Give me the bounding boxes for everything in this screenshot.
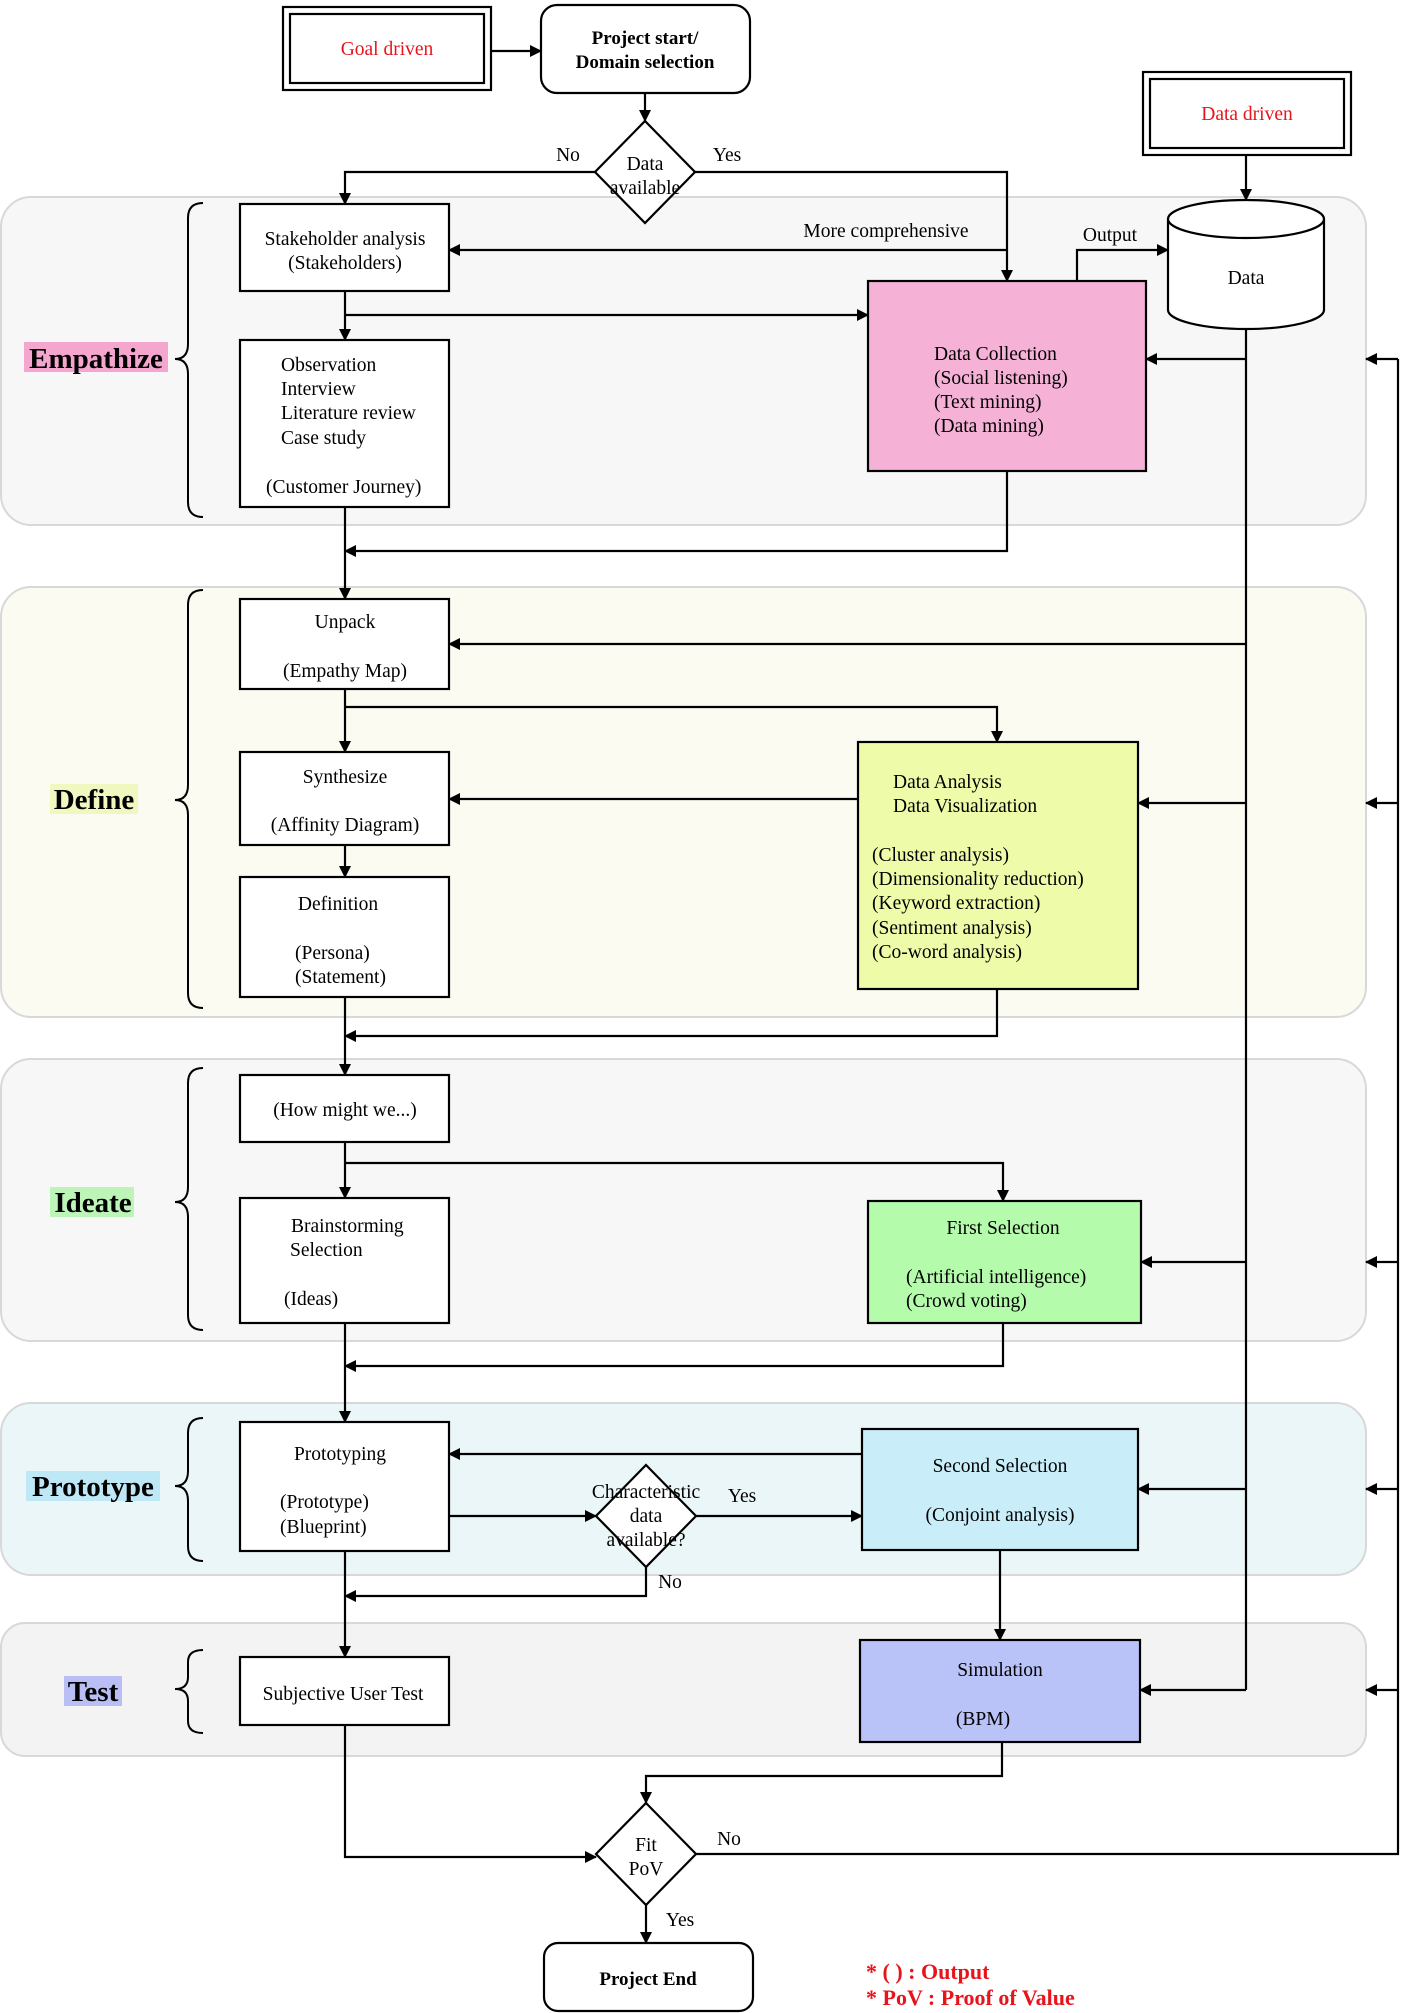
- test-highlight: [64, 1676, 122, 1706]
- data-analysis-line4: (Dimensionality reduction): [872, 869, 1084, 890]
- observation-line1: Observation: [281, 355, 377, 376]
- data-store-top: [1166, 198, 1326, 240]
- observation-output: (Customer Journey): [266, 477, 421, 498]
- data-analysis-line1: Data Analysis: [893, 772, 1002, 793]
- definition-box: [238, 875, 451, 999]
- empathize-label: Empathize: [29, 343, 163, 375]
- data-collection-box: [866, 279, 1148, 473]
- how-might-we-box: [238, 1073, 451, 1144]
- brainstorming-line1: Brainstorming: [291, 1216, 404, 1237]
- data-analysis-line2: Data Visualization: [893, 796, 1037, 817]
- define-highlight: [50, 784, 138, 814]
- first-selection-line3: (Crowd voting): [906, 1291, 1027, 1312]
- data-available-decision: [593, 119, 697, 225]
- prototyping-line3: (Blueprint): [280, 1517, 367, 1538]
- connectors: [339, 45, 1400, 1944]
- stakeholder-line2: (Stakeholders): [288, 253, 402, 274]
- prototyping-line1: Prototyping: [294, 1444, 386, 1465]
- simulation-line1: Simulation: [957, 1660, 1043, 1681]
- data-analysis-line5: (Keyword extraction): [872, 893, 1040, 914]
- observation-line3: Literature review: [281, 403, 416, 424]
- first-selection-box: [866, 1199, 1143, 1325]
- project-start-line1: Project start/: [592, 28, 699, 49]
- empathize-band: [0, 196, 1367, 526]
- observation-line4: Case study: [281, 428, 366, 449]
- ideate-label: Ideate: [54, 1187, 131, 1219]
- project-start-box: [539, 3, 752, 95]
- brainstorming-line2: Selection: [290, 1240, 363, 1261]
- characteristic-no: No: [658, 1572, 682, 1593]
- data-driven-label: Data driven: [1201, 104, 1293, 125]
- synthesize-line1: Synthesize: [303, 767, 387, 788]
- characteristic-line1: Characteristic: [592, 1482, 701, 1503]
- characteristic-line2: data: [630, 1506, 663, 1527]
- data-collection-line3: (Text mining): [934, 392, 1042, 413]
- stakeholder-analysis-box: [238, 202, 451, 293]
- define-label: Define: [54, 784, 135, 816]
- prototype-brace: [174, 1417, 204, 1562]
- unpack-line1: Unpack: [315, 612, 376, 633]
- prototyping-box: [238, 1420, 451, 1553]
- ideate-brace: [174, 1067, 204, 1331]
- data-available-line1: Data: [627, 154, 664, 175]
- stakeholder-line1: Stakeholder analysis: [265, 229, 426, 250]
- first-selection-line2: (Artificial intelligence): [906, 1267, 1086, 1288]
- prototype-label: Prototype: [32, 1471, 154, 1503]
- second-selection-line1: Second Selection: [933, 1456, 1068, 1477]
- output-label: Output: [1083, 225, 1138, 246]
- synthesize-line2: (Affinity Diagram): [271, 815, 420, 836]
- characteristic-yes: Yes: [728, 1486, 756, 1507]
- ideate-highlight: [50, 1187, 134, 1217]
- brainstorming-box: [238, 1196, 451, 1325]
- observation-line2: Interview: [281, 379, 356, 400]
- definition-line1: Definition: [298, 894, 378, 915]
- characteristic-line3: available?: [606, 1530, 685, 1551]
- data-analysis-line6: (Sentiment analysis): [872, 918, 1032, 939]
- legend-pov: * PoV : Proof of Value: [866, 1985, 1075, 2010]
- user-test-box: [238, 1655, 451, 1727]
- data-store-label: Data: [1228, 268, 1265, 289]
- goal-driven-label: Goal driven: [341, 39, 434, 60]
- fit-pov-line1: Fit: [635, 1835, 657, 1856]
- simulation-line2: (BPM): [956, 1709, 1010, 1730]
- data-analysis-box: [856, 740, 1140, 991]
- test-brace: [174, 1649, 204, 1734]
- definition-line2: (Persona): [295, 943, 370, 964]
- fit-pov-no: No: [717, 1829, 741, 1850]
- fit-pov-line2: PoV: [629, 1859, 664, 1880]
- user-test-text: Subjective User Test: [263, 1684, 424, 1705]
- data-analysis-line7: (Co-word analysis): [872, 942, 1022, 963]
- more-comprehensive-label: More comprehensive: [803, 221, 968, 242]
- empathize-brace: [174, 202, 204, 518]
- first-selection-line1: First Selection: [946, 1218, 1059, 1239]
- legend-output: * ( ) : Output: [866, 1959, 990, 1984]
- data-collection-line2: (Social listening): [934, 368, 1068, 389]
- data-collection-line4: (Data mining): [934, 416, 1044, 437]
- data-available-line2: available: [610, 178, 680, 199]
- data-available-yes: Yes: [713, 145, 741, 166]
- data-available-no: No: [556, 145, 580, 166]
- how-might-we-text: (How might we...): [273, 1100, 417, 1121]
- definition-line3: (Statement): [295, 967, 386, 988]
- prototyping-line2: (Prototype): [280, 1492, 369, 1513]
- data-driven-box-inner: [1148, 77, 1346, 150]
- brainstorming-line3: (Ideas): [284, 1289, 338, 1310]
- fit-pov-yes: Yes: [666, 1910, 694, 1931]
- goal-driven-box-inner: [288, 12, 486, 85]
- empathize-highlight: [24, 342, 168, 372]
- ideate-band: [0, 1058, 1367, 1342]
- data-collection-line1: Data Collection: [934, 344, 1057, 365]
- second-selection-box: [860, 1427, 1140, 1552]
- project-end-label: Project End: [599, 1969, 697, 1990]
- data-analysis-line3: (Cluster analysis): [872, 845, 1009, 866]
- unpack-line2: (Empathy Map): [283, 661, 407, 682]
- simulation-box: [858, 1638, 1142, 1744]
- second-selection-line2: (Conjoint analysis): [926, 1505, 1075, 1526]
- prototype-highlight: [26, 1471, 160, 1501]
- define-brace: [174, 589, 204, 1009]
- project-start-line2: Domain selection: [576, 52, 715, 73]
- test-label: Test: [68, 1676, 119, 1708]
